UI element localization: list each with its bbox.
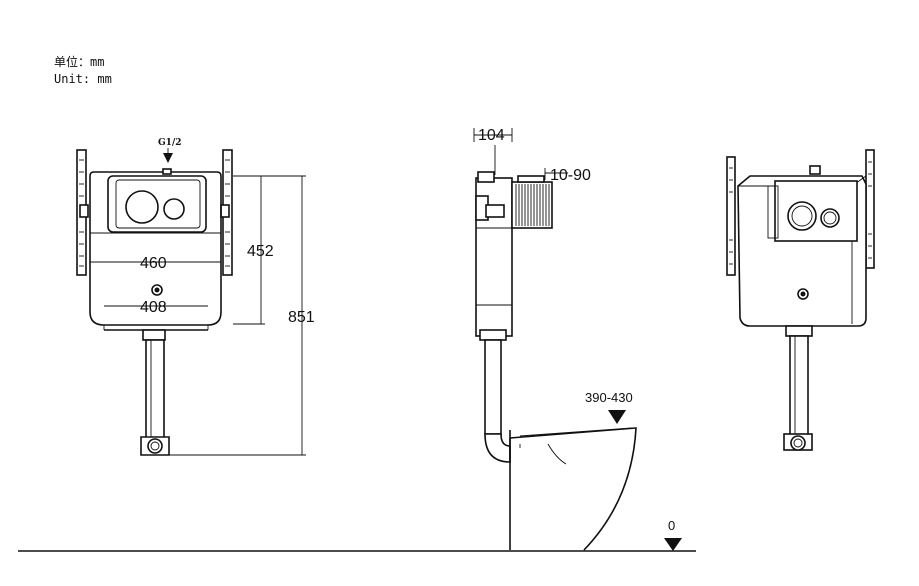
persp-left-bracket xyxy=(726,156,736,276)
inlet-label: G1/2 xyxy=(158,138,182,148)
unit-label-cn: 单位：mm xyxy=(54,55,105,69)
pipe-collar xyxy=(142,329,166,341)
dim-408: 408 xyxy=(140,299,167,316)
perspective-view xyxy=(726,149,875,451)
flush-button-small xyxy=(163,198,185,220)
toilet-bowl xyxy=(509,427,637,551)
left-clamp xyxy=(79,204,89,218)
unit-label-en: Unit: mm xyxy=(54,72,112,86)
floor-level-label: 0 xyxy=(668,518,675,533)
dim-851: 851 xyxy=(288,309,315,326)
flush-pipe xyxy=(145,339,165,439)
persp-flush-plate xyxy=(774,180,858,242)
persp-pipe xyxy=(789,335,809,437)
flush-button-large xyxy=(125,190,159,224)
persp-right-bracket xyxy=(865,149,875,269)
inlet-arrow-icon xyxy=(163,153,173,163)
side-view: 104 10-90 xyxy=(18,127,696,552)
dim-10-90: 10-90 xyxy=(550,167,591,184)
front-view: G1/2 460 408 452 851 xyxy=(76,138,315,456)
side-pipe xyxy=(484,339,502,435)
dim-390-430: 390-430 xyxy=(585,390,633,405)
dim-452: 452 xyxy=(247,243,274,260)
floor-marker-icon xyxy=(664,538,682,551)
height-marker-icon xyxy=(608,410,626,424)
cistern-body xyxy=(89,171,222,326)
right-clamp xyxy=(220,204,230,218)
unit-legend: 单位：mm Unit: mm xyxy=(54,54,112,88)
dim-104: 104 xyxy=(478,127,505,144)
side-pipe-bend xyxy=(484,433,511,463)
dim-460: 460 xyxy=(140,255,167,272)
